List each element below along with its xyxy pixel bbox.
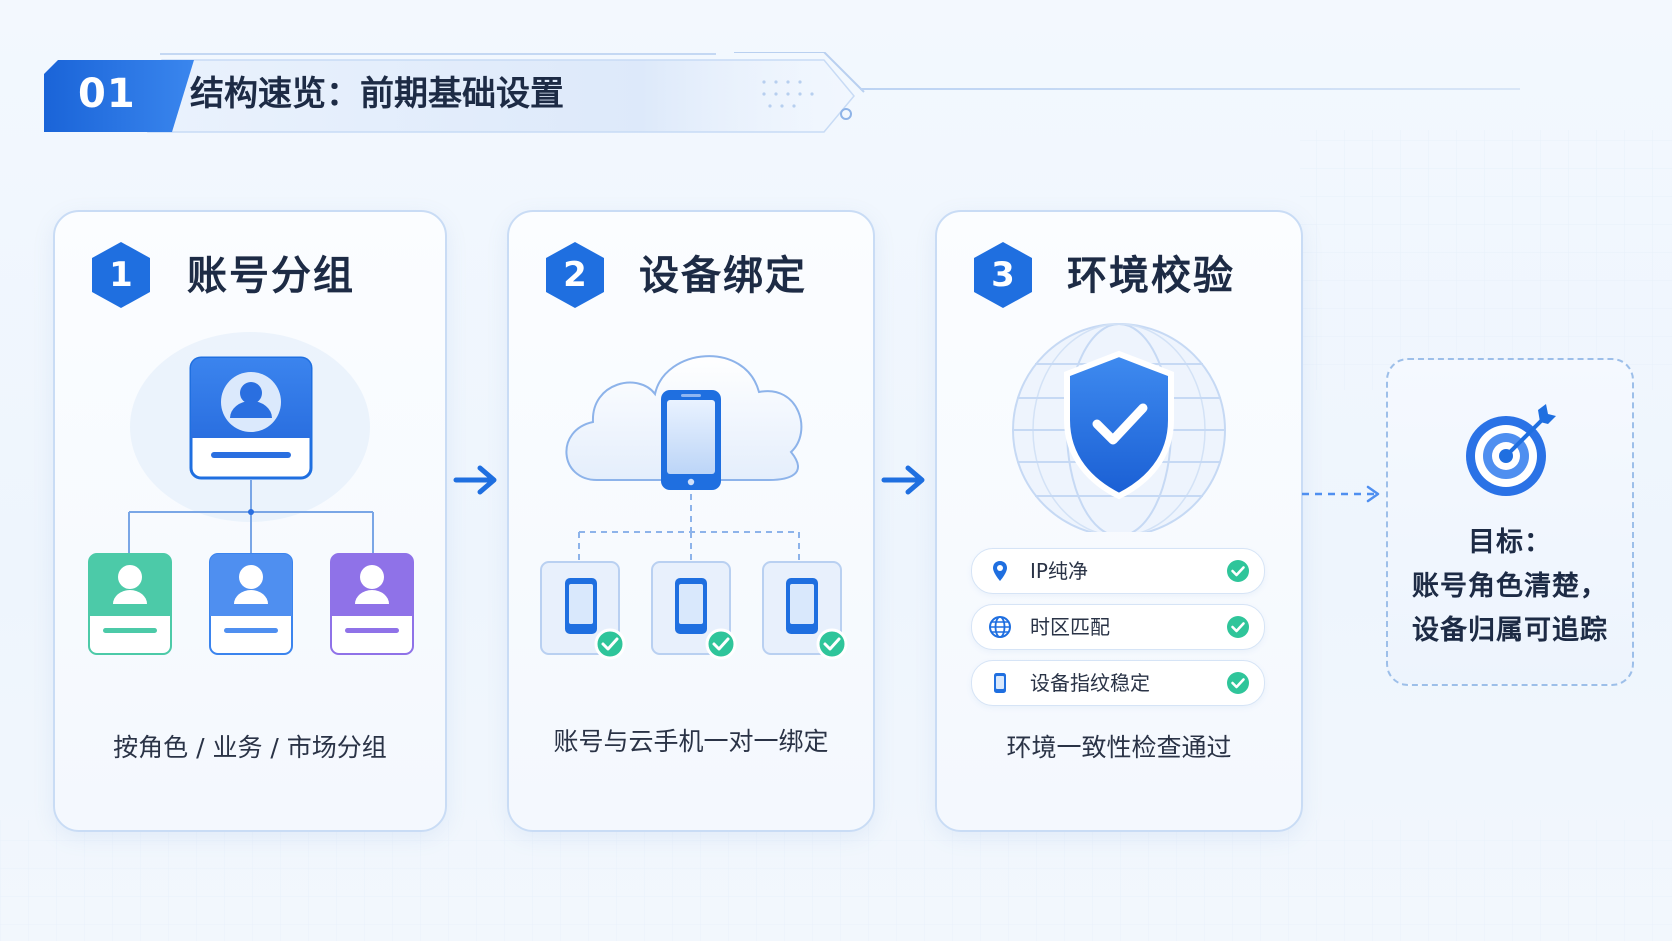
arrow-right-icon bbox=[881, 465, 925, 495]
check-item-ip: IP纯净 bbox=[971, 548, 1265, 594]
section-title: 结构速览：前期基础设置 bbox=[190, 74, 564, 114]
goal-card: 目标： 账号角色清楚， 设备归属可追踪 bbox=[1386, 358, 1634, 686]
globe-shield-icon bbox=[1012, 323, 1226, 532]
org-chart-icon bbox=[88, 332, 414, 655]
step-title: 账号分组 bbox=[187, 253, 355, 299]
check-item-fingerprint: 设备指纹稳定 bbox=[971, 660, 1265, 706]
section-header: 01 结构速览：前期基础设置 bbox=[44, 52, 865, 136]
step-title: 设备绑定 bbox=[639, 253, 807, 299]
check-label: 时区匹配 bbox=[1030, 615, 1110, 639]
phone-icon bbox=[994, 673, 1006, 693]
step-caption: 环境一致性检查通过 bbox=[1006, 733, 1232, 762]
check-label: IP纯净 bbox=[1030, 559, 1088, 583]
step-badge: 1 bbox=[89, 240, 153, 310]
step-card-device-binding: 2 设备绑定 bbox=[507, 210, 875, 832]
step-card-environment-check: 3 环境校验 IP纯净 时区匹配 bbox=[935, 210, 1303, 832]
goal-text-line: 设备归属可追踪 bbox=[1412, 615, 1608, 646]
goal-label: 目标： bbox=[1468, 527, 1552, 558]
check-circle-icon bbox=[1227, 672, 1249, 694]
location-pin-icon bbox=[993, 561, 1007, 581]
check-circle-icon bbox=[1227, 616, 1249, 638]
globe-icon bbox=[989, 616, 1011, 638]
goal-text-line: 账号角色清楚， bbox=[1412, 571, 1608, 602]
header-banner bbox=[44, 52, 865, 133]
step-card-account-grouping: 1 账号分组 bbox=[53, 210, 447, 832]
step-title: 环境校验 bbox=[1067, 253, 1235, 299]
arrow-right-icon bbox=[453, 465, 497, 495]
step-badge: 3 bbox=[971, 240, 1035, 310]
step-number: 3 bbox=[991, 255, 1015, 295]
check-circle-icon bbox=[1227, 560, 1249, 582]
header-divider-line bbox=[860, 88, 1520, 90]
step-number: 1 bbox=[109, 255, 133, 295]
step-caption: 按角色 / 业务 / 市场分组 bbox=[113, 733, 387, 762]
step-number: 2 bbox=[563, 255, 587, 295]
step-badge: 2 bbox=[543, 240, 607, 310]
section-number: 01 bbox=[78, 71, 136, 117]
target-icon bbox=[1466, 404, 1556, 496]
step-caption: 账号与云手机一对一绑定 bbox=[553, 727, 829, 756]
dashed-arrow-right-icon bbox=[1302, 485, 1380, 503]
check-label: 设备指纹稳定 bbox=[1030, 671, 1150, 695]
cloud-phone-icon bbox=[540, 355, 848, 660]
check-item-timezone: 时区匹配 bbox=[971, 604, 1265, 650]
